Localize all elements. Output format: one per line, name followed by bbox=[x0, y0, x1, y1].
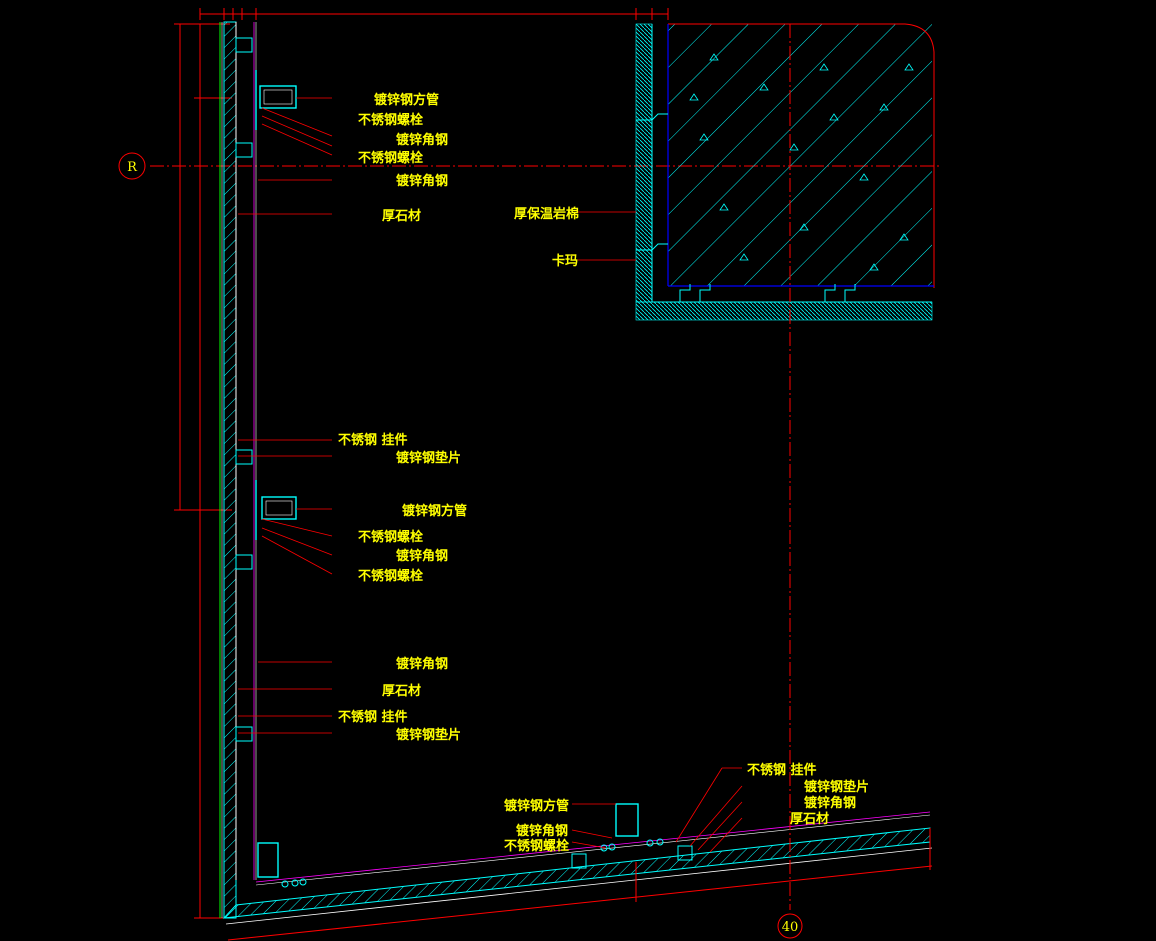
label-rock-wool: 厚保温岩棉 bbox=[514, 206, 579, 222]
top-dimensions bbox=[199, 8, 669, 20]
label-ss-bolt-3: 不锈钢螺栓 bbox=[358, 529, 423, 545]
label-galv-square-tube-1: 镀锌钢方管 bbox=[374, 92, 439, 108]
concrete-structure bbox=[635, 23, 935, 321]
label-clip: 卡玛 bbox=[552, 253, 578, 269]
stone-cladding-sloped bbox=[222, 811, 933, 941]
label-ss-hanger-2: 不锈钢 挂件 bbox=[338, 709, 408, 725]
label-galv-square-tube-2: 镀锌钢方管 bbox=[402, 503, 467, 519]
fixing-top bbox=[235, 37, 297, 158]
fixing-bottom bbox=[257, 803, 693, 888]
stone-cladding-vertical bbox=[219, 21, 257, 919]
label-ss-hanger-1: 不锈钢 挂件 bbox=[338, 432, 408, 448]
label-ss-bolt-5: 不锈钢螺栓 bbox=[504, 838, 569, 854]
label-galv-square-tube-3: 镀锌钢方管 bbox=[504, 798, 569, 814]
label-galv-angle-3: 镀锌角钢 bbox=[396, 548, 448, 564]
axis-bubble-r: R bbox=[118, 152, 146, 180]
label-galv-angle-5: 镀锌角钢 bbox=[804, 795, 856, 811]
svg-text:R: R bbox=[127, 160, 138, 175]
label-ss-bolt-4: 不锈钢螺栓 bbox=[358, 568, 423, 584]
annotation-labels: 镀锌钢方管 不锈钢螺栓 镀锌角钢 不锈钢螺栓 镀锌角钢 厚石材 厚保温岩棉 卡玛… bbox=[338, 92, 869, 854]
axis-40: 40 bbox=[777, 24, 803, 939]
label-ss-hanger-3: 不锈钢 挂件 bbox=[747, 762, 817, 778]
label-galv-angle-4: 镀锌角钢 bbox=[396, 656, 448, 672]
leader-lines bbox=[238, 97, 743, 853]
label-galv-shim-1: 镀锌钢垫片 bbox=[396, 450, 461, 466]
label-galv-shim-2: 镀锌钢垫片 bbox=[396, 727, 461, 743]
label-ss-bolt-2: 不锈钢螺栓 bbox=[358, 150, 423, 166]
label-ss-bolt-1: 不锈钢螺栓 bbox=[358, 112, 423, 128]
label-thick-stone-3: 厚石材 bbox=[790, 811, 829, 827]
svg-text:40: 40 bbox=[782, 920, 799, 935]
label-galv-angle-2: 镀锌角钢 bbox=[396, 173, 448, 189]
label-thick-stone-1: 厚石材 bbox=[382, 208, 421, 224]
label-thick-stone-2: 厚石材 bbox=[382, 683, 421, 699]
fixing-middle bbox=[235, 449, 297, 742]
label-galv-angle-1: 镀锌角钢 bbox=[396, 132, 448, 148]
label-galv-shim-3: 镀锌钢垫片 bbox=[804, 779, 869, 795]
label-galv-angle-6: 镀锌角钢 bbox=[516, 823, 568, 839]
